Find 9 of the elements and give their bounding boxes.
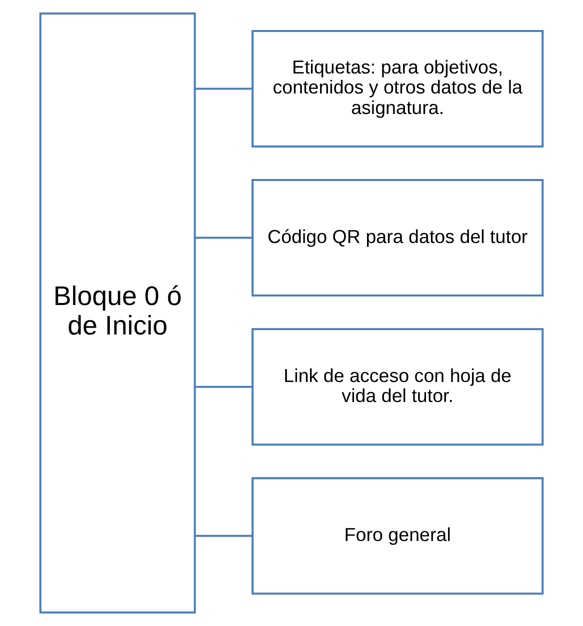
node-box: Bloque 0 ó de Inicio — [39, 12, 196, 614]
connector — [194, 386, 252, 388]
node-box: Etiquetas: para objetivos, contenidos y otros datos de la asignatura. — [252, 30, 544, 148]
node-box: Link de acceso con hoja de vida del tutor. — [252, 328, 544, 446]
connector — [194, 88, 252, 90]
node-box: Foro general — [252, 477, 544, 595]
connector — [194, 534, 252, 537]
node-box: Código QR para datos del tutor — [252, 179, 544, 297]
connector — [194, 236, 252, 239]
